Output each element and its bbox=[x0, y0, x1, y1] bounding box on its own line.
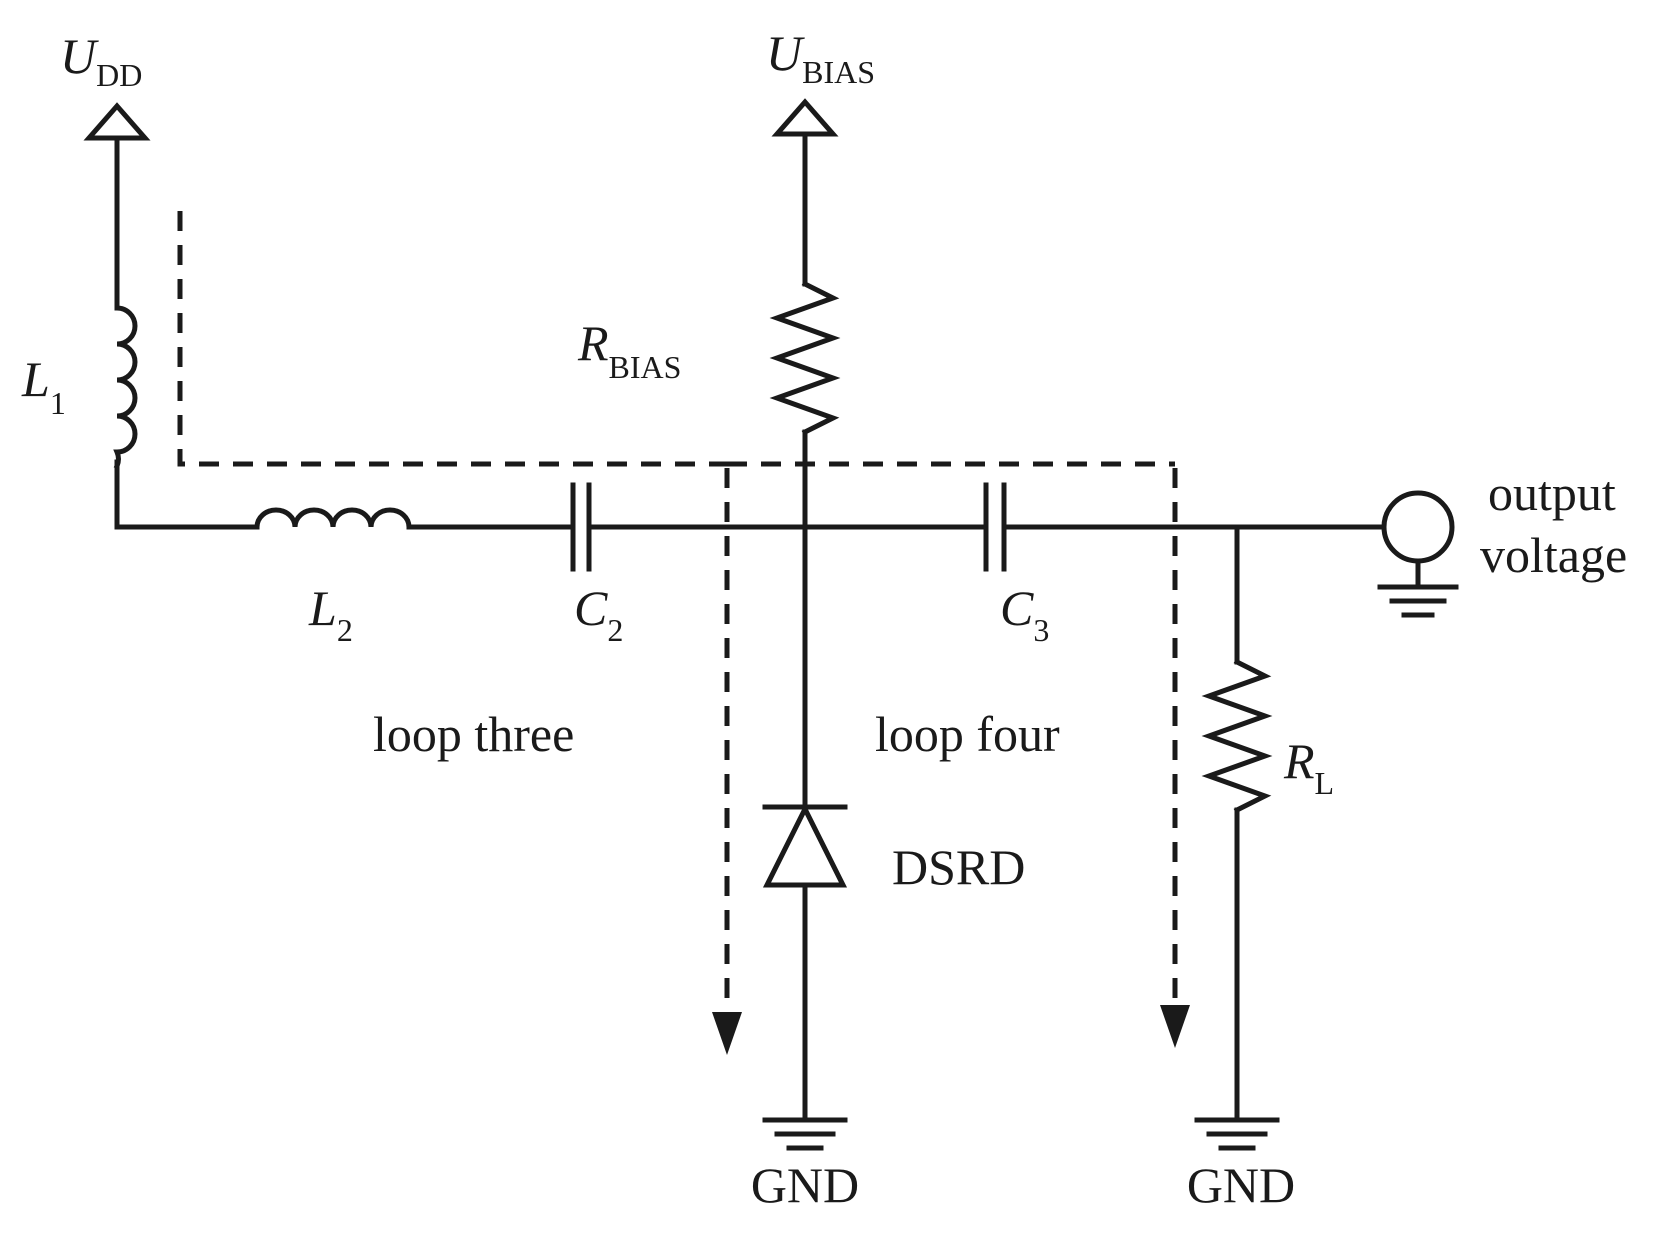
resistor-rbias bbox=[769, 280, 841, 436]
loop-three-path bbox=[177, 211, 742, 1055]
l2-label: L2 bbox=[308, 580, 353, 648]
dsrd-diode-icon bbox=[762, 803, 848, 888]
loop-four-arrow bbox=[1160, 1005, 1190, 1048]
output-label-line2: voltage bbox=[1480, 527, 1627, 583]
output-label-line1: output bbox=[1488, 465, 1616, 521]
gnd-right-label: GND bbox=[1187, 1157, 1295, 1213]
rl-branch bbox=[1194, 524, 1280, 1151]
loop-three-label: loop three bbox=[373, 706, 574, 762]
udd-branch bbox=[83, 102, 151, 530]
loop-three-arrow bbox=[712, 1012, 742, 1055]
rbias-label: RBIAS bbox=[577, 315, 681, 385]
ubias-label: UBIAS bbox=[766, 25, 875, 90]
udd-label: UDD bbox=[60, 28, 142, 93]
main-line-left bbox=[114, 482, 808, 572]
main-line-right bbox=[802, 482, 1459, 618]
inductor-l1 bbox=[113, 305, 138, 470]
loop-four-path bbox=[727, 461, 1190, 1048]
output-terminal bbox=[1381, 490, 1455, 564]
c3-label: C3 bbox=[1000, 580, 1049, 648]
gnd-right-icon bbox=[1194, 1117, 1280, 1151]
l1-label: L1 bbox=[21, 351, 66, 421]
gnd-left-icon bbox=[762, 1117, 848, 1151]
ubias-supply-arrow bbox=[771, 98, 839, 137]
c2-label: C2 bbox=[574, 580, 623, 648]
loop-four-label: loop four bbox=[875, 706, 1060, 762]
dsrd-label: DSRD bbox=[892, 839, 1025, 895]
resistor-rl bbox=[1201, 658, 1273, 814]
rl-label: RL bbox=[1283, 733, 1334, 801]
udd-supply-arrow bbox=[83, 102, 151, 141]
dsrd-branch bbox=[762, 524, 848, 1151]
inductor-l2 bbox=[254, 507, 412, 530]
ubias-branch bbox=[769, 98, 841, 530]
output-ground-icon bbox=[1377, 584, 1459, 618]
gnd-left-label: GND bbox=[751, 1157, 859, 1213]
